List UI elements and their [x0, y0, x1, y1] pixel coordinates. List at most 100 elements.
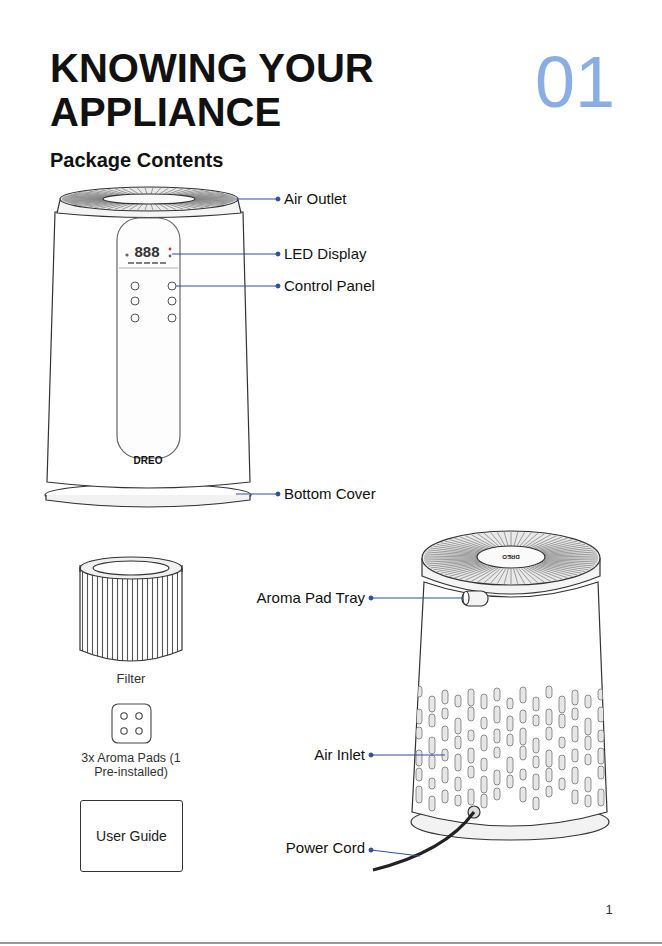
- grille-line: [163, 204, 176, 210]
- grille-line: [516, 569, 524, 584]
- inlet-slot: [559, 737, 565, 748]
- inlet-slot: [546, 709, 552, 725]
- grille-line: [541, 546, 588, 553]
- inlet-slot: [520, 687, 526, 703]
- inlet-slot: [598, 689, 604, 700]
- grille-line: [130, 188, 139, 194]
- aroma-pad: [121, 728, 127, 734]
- indicator: [125, 253, 128, 256]
- part-label: Control Panel: [284, 277, 375, 294]
- grille-line: [63, 197, 103, 198]
- filter-rim: [80, 565, 182, 572]
- filter-drawing: [80, 557, 182, 661]
- grille-line: [145, 188, 147, 194]
- inlet-slot: [572, 749, 578, 762]
- inlet-slot: [520, 746, 526, 760]
- inlet-slot: [468, 789, 474, 805]
- inlet-slot: [416, 709, 422, 724]
- inlet-slot: [507, 775, 513, 788]
- grille-line: [155, 204, 161, 210]
- inlet-slot: [494, 770, 500, 785]
- inlet-slot: [507, 716, 513, 731]
- inlet-slot: [507, 734, 513, 746]
- inlet-slot: [520, 710, 526, 723]
- mode-button: [168, 297, 176, 305]
- part-label: Power Cord: [286, 839, 365, 856]
- control-strip: [117, 218, 180, 458]
- aroma-pad-tray: [462, 591, 488, 606]
- timer-button: [131, 297, 139, 305]
- inlet-slot: [468, 766, 474, 778]
- leader-line: [236, 199, 278, 200]
- grille-line: [433, 563, 480, 570]
- grille-line: [424, 559, 477, 560]
- inlet-slot: [585, 718, 591, 735]
- filter-top: [80, 557, 182, 579]
- indicator: [169, 255, 172, 258]
- inlet-slot: [533, 715, 539, 726]
- leader-dot: [369, 596, 373, 600]
- inlet-slot: [416, 768, 422, 781]
- inlet-slot: [455, 695, 461, 707]
- grille-line: [472, 535, 496, 548]
- inlet-slot: [559, 778, 565, 790]
- inlet-slot: [494, 729, 500, 743]
- body: [412, 582, 607, 826]
- inlet-slot: [468, 748, 474, 763]
- inlet-slot: [416, 786, 422, 803]
- outlet-grille: [424, 532, 598, 584]
- leader-dot: [276, 197, 280, 201]
- top-cap: [477, 546, 545, 568]
- leader-dot: [276, 252, 280, 256]
- grille-line: [545, 556, 598, 557]
- grille-line: [449, 540, 486, 551]
- part-label: LED Display: [284, 245, 367, 262]
- outlet-center: [103, 194, 195, 204]
- inlet-slot: [533, 774, 539, 790]
- inlet-slot: [468, 707, 474, 721]
- inlet-slot: [416, 686, 422, 697]
- inlet-slot: [429, 737, 435, 754]
- grille-line: [445, 541, 485, 551]
- inlet-slot: [598, 766, 604, 779]
- leader-line: [236, 494, 278, 495]
- leader-line: [371, 598, 462, 599]
- front-view: [45, 187, 251, 507]
- grille-line: [195, 199, 236, 201]
- grille-line: [145, 204, 147, 210]
- grille-line: [425, 560, 477, 562]
- air-inlet-slots: [416, 686, 604, 811]
- inlet-slot: [533, 738, 539, 753]
- grille-line: [504, 532, 508, 547]
- inlet-slot: [533, 697, 539, 711]
- inlet-slot: [585, 695, 591, 708]
- inlet-slot: [585, 795, 591, 807]
- display-edge: [119, 268, 178, 269]
- inlet-slot: [507, 757, 513, 773]
- inlet-slot: [546, 727, 552, 740]
- inlet-slot: [481, 735, 487, 751]
- inlet-slot: [455, 736, 461, 749]
- grille-line: [62, 199, 103, 200]
- grille-line: [155, 188, 161, 194]
- leader-dot: [369, 753, 373, 757]
- inlet-slot: [442, 790, 448, 803]
- leader-line: [176, 286, 278, 287]
- inlet-slot: [533, 756, 539, 768]
- grille-line: [62, 198, 103, 200]
- grille-line: [519, 533, 531, 548]
- part-label: Air Inlet: [314, 746, 365, 763]
- inlet-slot: [494, 706, 500, 723]
- leader-line: [371, 850, 420, 856]
- inlet-slot: [572, 767, 578, 784]
- inlet-slot: [559, 755, 565, 770]
- leader-dot: [276, 284, 280, 288]
- grille-line: [524, 568, 544, 582]
- part-label: Air Outlet: [284, 190, 347, 207]
- inlet-slot: [598, 707, 604, 722]
- grille-line: [478, 534, 498, 548]
- inlet-slot: [572, 790, 578, 804]
- inlet-slot: [442, 690, 448, 704]
- inlet-slot: [572, 726, 578, 742]
- aroma-button: [131, 314, 139, 322]
